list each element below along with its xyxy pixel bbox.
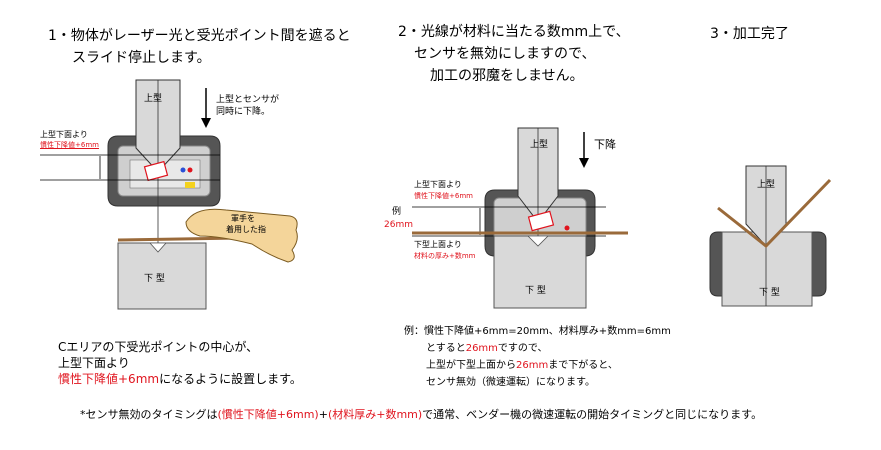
step2-ex-line2: とすると26mmですので、 — [426, 343, 548, 356]
step1-arrow-note-line1: 上型とセンサが — [216, 95, 280, 105]
step2-label-a2: 慣性下降値+6mm — [414, 192, 473, 200]
step1-finger-line2: 着用した指 — [226, 225, 266, 234]
step1-title-line1: 1・物体がレーザー光と受光ポイント間を遮ると — [48, 28, 351, 44]
step2-title-line2: センサを無効にしますので、 — [414, 46, 596, 62]
step2-ex-line2a: とすると — [426, 343, 466, 354]
step3-lower-die-label: 下 型 — [759, 288, 780, 298]
step2-ex-line3c: まで下がると、 — [548, 360, 618, 371]
step3-drawing — [709, 165, 832, 307]
step3-upper-die-label: 上型 — [757, 180, 776, 190]
step2-ex-line2b: 26mm — [465, 343, 498, 354]
step1-note-line2: 上型下面より — [58, 356, 130, 370]
footer-part1: *センサ無効のタイミングは — [80, 408, 218, 421]
step2-label-b1: 下型上面より — [414, 240, 462, 249]
step1-title-line2: スライド停止します。 — [72, 50, 211, 66]
step1-lower-die-label: 下 型 — [144, 274, 165, 284]
step1-upper-die-label: 上型 — [144, 94, 163, 104]
step3-title: 3・加工完了 — [710, 26, 789, 42]
step2-title-line1: 2・光線が材料に当たる数mm上で、 — [398, 24, 630, 40]
step2-ex-line3b: 26mm — [516, 360, 549, 371]
step1-drawing — [40, 79, 298, 310]
step2-example-label: 例 — [392, 207, 402, 217]
step3-bent-sheet — [717, 178, 832, 249]
step1-label-line2: 慣性下降値+6mm — [40, 141, 99, 149]
step2-example-value: 26mm — [384, 220, 413, 230]
footer-part2: (慣性下降値+6mm) — [217, 408, 319, 421]
step2-ex-line1: 例：慣性下降値+6mm=20mm、材料厚み+数mm=6mm — [404, 326, 671, 337]
step2-drawing — [412, 127, 628, 309]
step2-ex-line2c: ですので、 — [497, 343, 548, 354]
step2-lower-die — [493, 235, 587, 309]
step2-label-a1: 上型下面より — [414, 180, 462, 189]
step1-label-line1: 上型下面より — [40, 130, 88, 139]
step1-note-line1: Cエリアの下受光ポイントの中心が、 — [58, 340, 259, 354]
step2-lower-die-label: 下 型 — [525, 286, 546, 296]
step2-ex-line3a: 上型が下型上面から — [426, 360, 516, 371]
step1-lower-die — [117, 242, 207, 310]
footer-note: *センサ無効のタイミングは(慣性下降値+6mm)+(材料厚み+数mm)で通常、ベ… — [80, 408, 762, 422]
step2-ex-line3: 上型が下型上面から26mmまで下がると、 — [426, 360, 618, 373]
step1-note-line3: 慣性下降値+6mmになるように設置します。 — [58, 372, 302, 387]
step1-finger-line1: 軍手を — [231, 214, 255, 223]
step2-ex-line4: センサ無効（微速運転）になります。 — [426, 377, 595, 388]
step1-sheet — [117, 236, 241, 242]
footer-part5: で通常、ベンダー機の微速運転の開始タイミングと同じになります。 — [422, 408, 763, 421]
step2-arrow-label: 下降 — [594, 138, 616, 151]
step1-arrow-note-line2: 同時に下降。 — [216, 107, 271, 117]
step2-title-line3: 加工の邪魔をしません。 — [430, 68, 584, 84]
step1-note-line3-red: 慣性下降値+6mm — [58, 372, 160, 386]
footer-part3: + — [318, 408, 328, 421]
step1-note-line3-rest: になるように設置します。 — [159, 372, 302, 386]
step1-finger-glove — [185, 208, 298, 263]
step2-upper-die-label: 上型 — [530, 140, 549, 150]
step2-label-b2: 材料の厚み+数mm — [414, 252, 476, 260]
footer-part4: (材料厚み+数mm) — [327, 408, 423, 421]
